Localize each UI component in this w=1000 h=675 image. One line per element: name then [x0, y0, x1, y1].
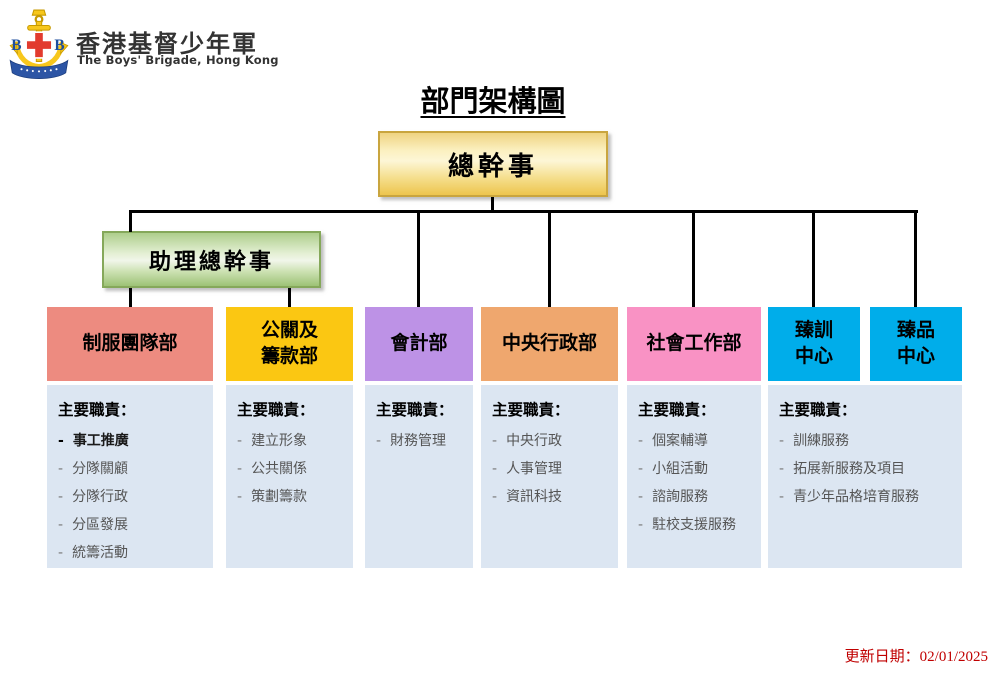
brand-name-english: The Boys' Brigade, Hong Kong — [77, 53, 279, 67]
dept-header-accounting: 會計部 — [365, 307, 473, 381]
connector-drop-social-work — [692, 212, 695, 307]
logo-letter-b-left: B — [11, 37, 21, 54]
brand-name-chinese: 香港基督少年軍 — [76, 30, 258, 58]
connector-root-stem — [491, 197, 494, 211]
duty-item: 資訊科技 — [492, 483, 612, 511]
dept-header-social-work: 社會工作部 — [627, 307, 761, 381]
dept-duties-centres-shared: 主要職責： 訓練服務 拓展新服務及項目 青少年品格培育服務 — [768, 385, 962, 568]
connector-bus — [129, 210, 918, 213]
dept-duties-accounting: 主要職責： 財務管理 — [365, 385, 473, 568]
duty-item: 拓展新服務及項目 — [779, 455, 956, 483]
duty-item: 財務管理 — [376, 427, 467, 455]
duty-item: 個案輔導 — [638, 427, 755, 455]
logo-ribbon — [9, 59, 69, 79]
duties-heading: 主要職責： — [58, 401, 136, 419]
duties-heading: 主要職責： — [779, 401, 857, 419]
node-assistant-general-secretary: 助理總幹事 — [102, 231, 321, 288]
logo-letter-b-right: B — [54, 37, 64, 54]
dept-header-central-admin: 中央行政部 — [481, 307, 618, 381]
duties-heading: 主要職責： — [638, 401, 716, 419]
connector-drop-central-admin — [548, 212, 551, 307]
duty-item: 分隊行政 — [58, 483, 207, 511]
duty-item: 分隊關顧 — [58, 455, 207, 483]
duty-item: 小組活動 — [638, 455, 755, 483]
duties-heading: 主要職責： — [376, 401, 454, 419]
duty-item: 駐校支援服務 — [638, 511, 755, 539]
duty-item: 策劃籌款 — [237, 483, 347, 511]
connector-assistant-to-uniform — [129, 288, 132, 308]
connector-assistant-to-pr — [288, 288, 291, 308]
updated-date: 更新日期：02/01/2025 — [844, 649, 988, 665]
dept-duties-uniform-team: 主要職責： 事工推廣 分隊關顧 分隊行政 分區發展 統籌活動 — [47, 385, 213, 568]
dept-header-uniform-team: 制服團隊部 — [47, 307, 213, 381]
duty-item: 統籌活動 — [58, 539, 207, 567]
dept-header-pr-fundraising: 公關及 籌款部 — [226, 307, 353, 381]
dept-duties-social-work: 主要職責： 個案輔導 小組活動 諮詢服務 駐校支援服務 — [627, 385, 761, 568]
page-title: 部門架構圖 — [420, 84, 566, 118]
dept-header-training-centre: 臻訓 中心 — [768, 307, 860, 381]
boys-brigade-crest-logo: B B — [9, 9, 69, 79]
duty-item: 分區發展 — [58, 511, 207, 539]
connector-drop-accounting — [417, 212, 420, 307]
duty-item: 訓練服務 — [779, 427, 956, 455]
duty-item: 事工推廣 — [58, 427, 207, 455]
duty-item: 諮詢服務 — [638, 483, 755, 511]
connector-drop-assistant — [129, 212, 132, 232]
dept-header-product-centre: 臻品 中心 — [870, 307, 962, 381]
duty-item: 中央行政 — [492, 427, 612, 455]
duties-heading: 主要職責： — [492, 401, 570, 419]
dept-duties-pr-fundraising: 主要職責： 建立形象 公共關係 策劃籌款 — [226, 385, 353, 568]
connector-drop-training-centre — [812, 212, 815, 307]
node-general-secretary: 總幹事 — [378, 131, 608, 197]
duty-item: 公共關係 — [237, 455, 347, 483]
dept-duties-central-admin: 主要職責： 中央行政 人事管理 資訊科技 — [481, 385, 618, 568]
duty-item: 人事管理 — [492, 455, 612, 483]
duty-item: 青少年品格培育服務 — [779, 483, 956, 511]
connector-drop-product-centre — [914, 212, 917, 307]
duty-item: 建立形象 — [237, 427, 347, 455]
duties-heading: 主要職責： — [237, 401, 315, 419]
